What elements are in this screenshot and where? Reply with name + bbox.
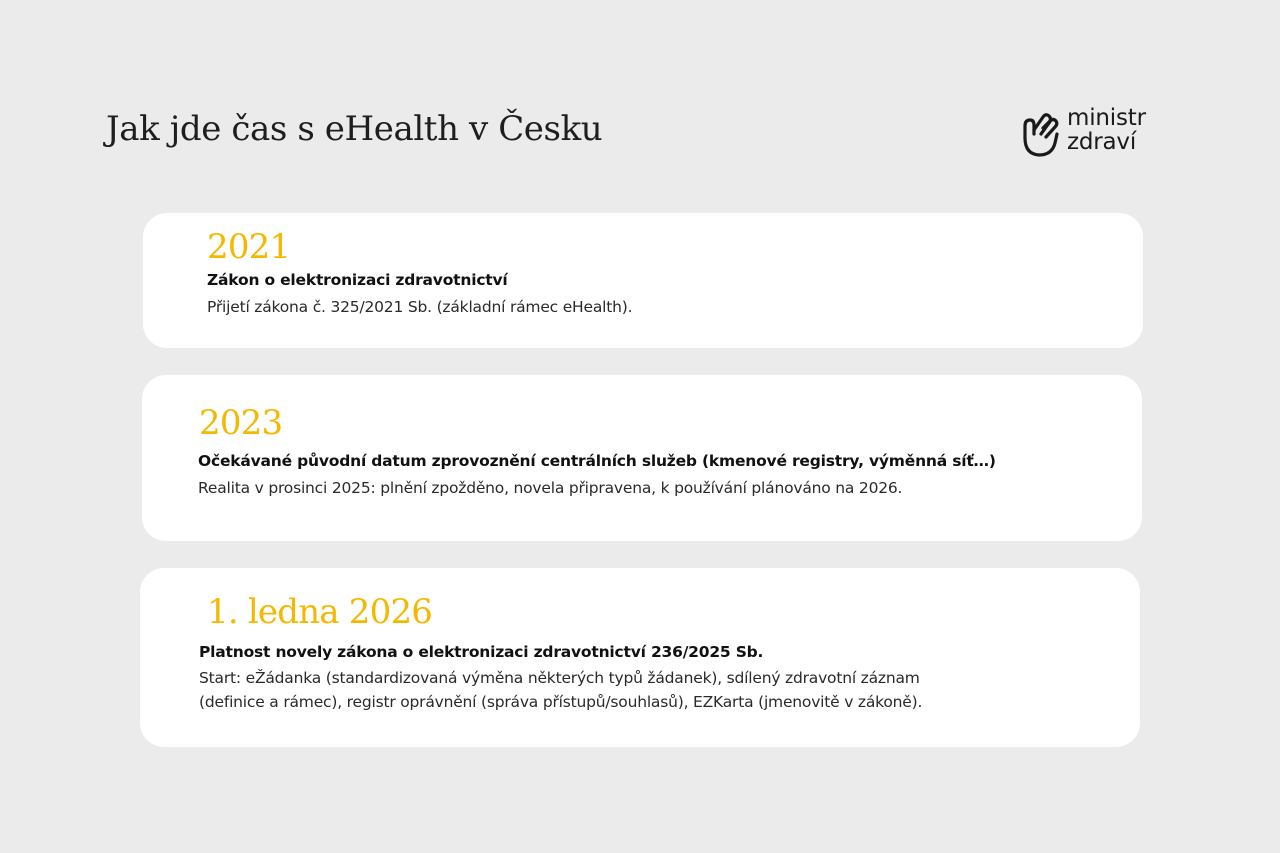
timeline-description-line: Přijetí zákona č. 325/2021 Sb. (základní…	[207, 298, 633, 316]
timeline-description: Start: eŽádanka (standardizovaná výměna …	[199, 666, 922, 714]
timeline-description-line: (definice a rámec), registr oprávnění (s…	[199, 693, 923, 711]
timeline-description-line: Start: eŽádanka (standardizovaná výměna …	[199, 669, 920, 687]
timeline-description: Přijetí zákona č. 325/2021 Sb. (základní…	[207, 295, 633, 319]
timeline-title: Platnost novely zákona o elektronizaci z…	[199, 643, 764, 661]
page-title: Jak jde čas s eHealth v Česku	[106, 109, 603, 149]
timeline-title: Očekávané původní datum zprovoznění cent…	[198, 452, 996, 470]
logo-text: ministr zdraví	[1067, 106, 1146, 154]
timeline-card-2026: 1. ledna 2026 Platnost novely zákona o e…	[140, 568, 1140, 747]
logo: ministr zdraví	[1019, 106, 1179, 162]
logo-line-1: ministr	[1067, 105, 1146, 131]
hand-wave-icon	[1023, 113, 1059, 157]
timeline-date: 1. ledna 2026	[207, 592, 433, 632]
logo-line-2: zdraví	[1067, 129, 1137, 155]
timeline-date: 2023	[199, 403, 283, 443]
timeline-title: Zákon o elektronizaci zdravotnictví	[207, 271, 508, 289]
timeline-card-2021: 2021 Zákon o elektronizaci zdravotnictví…	[143, 213, 1143, 348]
timeline-date: 2021	[207, 227, 291, 267]
timeline-description-line: Realita v prosinci 2025: plnění zpožděno…	[198, 479, 903, 497]
timeline-description: Realita v prosinci 2025: plnění zpožděno…	[198, 476, 902, 500]
timeline-card-2023: 2023 Očekávané původní datum zprovoznění…	[142, 375, 1142, 541]
